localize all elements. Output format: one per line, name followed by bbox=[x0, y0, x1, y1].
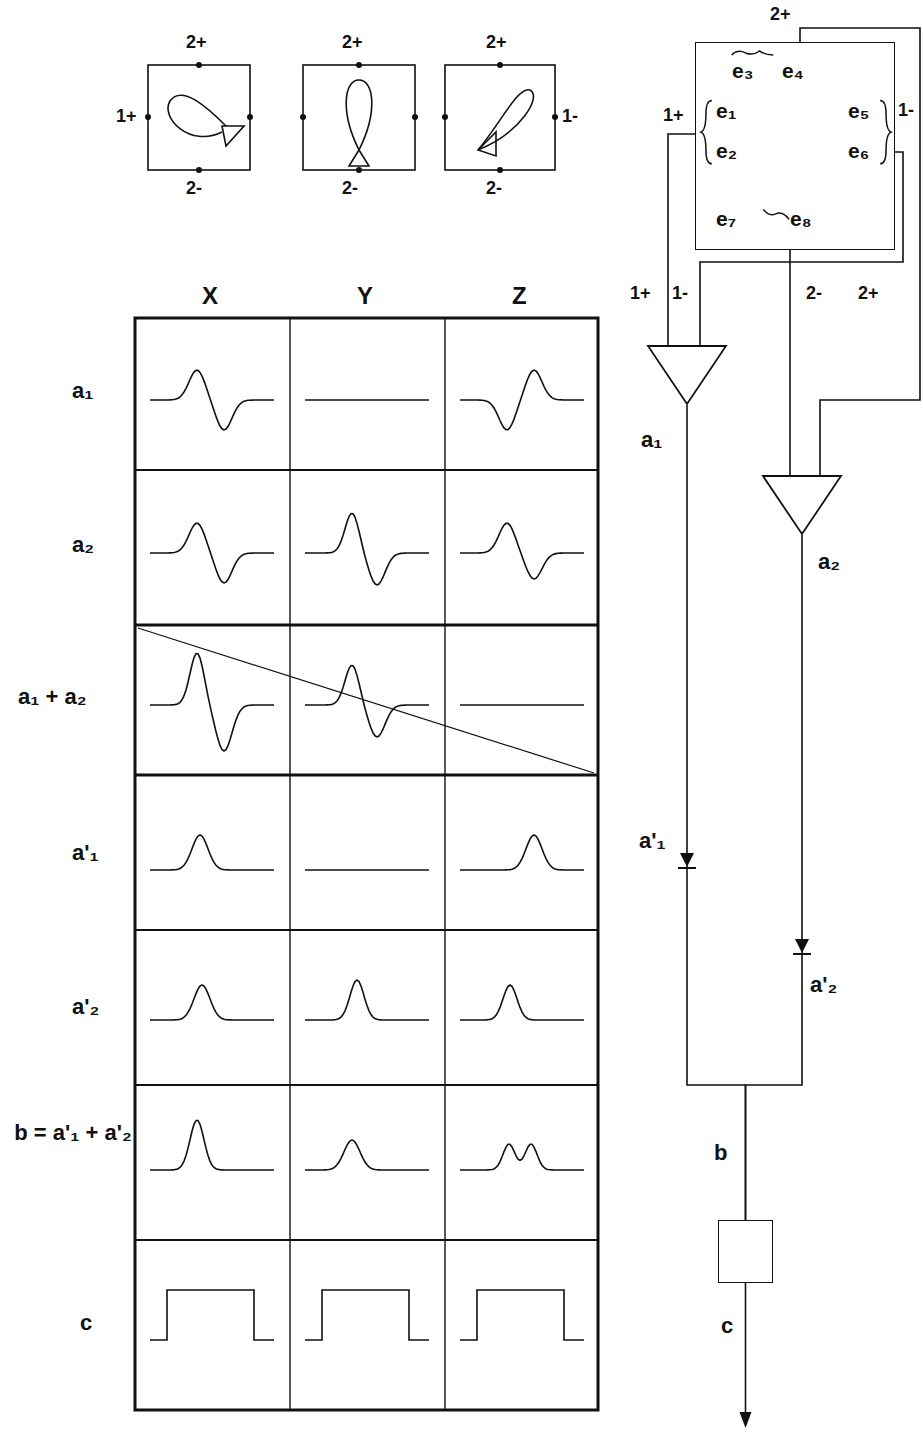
electrode-label: e₃ bbox=[732, 59, 753, 83]
symbol-label: a'₁ bbox=[639, 828, 666, 853]
electrode-label: e₈ bbox=[790, 207, 812, 231]
diode-symbol: a'₂ bbox=[792, 938, 812, 958]
signal-label: 2- bbox=[486, 178, 502, 199]
diode-symbol-outline bbox=[792, 938, 812, 958]
threshold-box: c bbox=[718, 1220, 773, 1283]
electrode-label: e₅ bbox=[848, 99, 869, 123]
diode-symbol-outline bbox=[677, 852, 697, 872]
signal-label: 2+ bbox=[486, 32, 507, 53]
diode-symbol: a'₁ bbox=[677, 852, 697, 872]
signal-label: 2+ bbox=[770, 4, 791, 25]
signal-label: 1+ bbox=[663, 105, 684, 126]
electrode-label: e₆ bbox=[848, 139, 869, 163]
wire-label: 2+ bbox=[858, 283, 879, 304]
signal-label: 1+ bbox=[116, 106, 137, 127]
symbol-label: a₁ bbox=[641, 427, 662, 452]
signal-label: 1- bbox=[562, 106, 578, 127]
electrode-label: e₇ bbox=[716, 207, 736, 231]
wire-label: 1+ bbox=[630, 283, 651, 304]
symbol-label: a'₂ bbox=[810, 972, 837, 997]
signal-label: 2+ bbox=[186, 32, 207, 53]
amplifier-symbol: a₁ bbox=[647, 345, 727, 405]
signal-label: X bbox=[202, 282, 218, 310]
wire-connector bbox=[668, 134, 695, 345]
wire-connector bbox=[687, 405, 688, 852]
electrode-label: e₂ bbox=[716, 139, 737, 163]
wire-connector bbox=[687, 872, 746, 1220]
amplifier-symbol-outline bbox=[647, 345, 727, 405]
wire-connector bbox=[802, 535, 803, 938]
amplifier-symbol-outline bbox=[762, 475, 842, 535]
amplifier-symbol: a₂ bbox=[762, 475, 842, 535]
signal-label: 2+ bbox=[342, 32, 363, 53]
signal-label: a₁ + a₂ bbox=[18, 684, 86, 709]
wire-label: 1- bbox=[672, 283, 688, 304]
signal-label: Z bbox=[512, 282, 527, 310]
signal-label: a₂ bbox=[72, 532, 94, 557]
signal-label: 1- bbox=[898, 100, 914, 121]
signal-label: 2- bbox=[186, 178, 202, 199]
signal-label: b bbox=[714, 1140, 727, 1165]
wire-connector bbox=[746, 958, 803, 1220]
symbol-label: c bbox=[721, 1313, 733, 1338]
wire-connector bbox=[800, 28, 920, 475]
signal-label: a₁ bbox=[72, 378, 93, 403]
electrode-box: e₃ e₄ e₁ e₅ e₂ e₆ e₇ e₈ bbox=[695, 42, 895, 250]
signal-label: 2- bbox=[342, 178, 358, 199]
symbol-label: a₂ bbox=[818, 549, 840, 574]
signal-label: b = a'₁ + a'₂ bbox=[14, 1120, 132, 1145]
electrode-label: e₄ bbox=[782, 59, 804, 83]
electrode-label: e₁ bbox=[716, 99, 736, 123]
wire-connector bbox=[700, 152, 903, 345]
signal-label: a'₂ bbox=[72, 994, 99, 1019]
wire-label: 2- bbox=[806, 283, 822, 304]
signal-label: c bbox=[80, 1310, 92, 1335]
threshold-box-outline bbox=[719, 1221, 772, 1282]
wire-connector bbox=[790, 250, 791, 475]
signal-label: a'₁ bbox=[72, 840, 99, 865]
signal-label: Y bbox=[357, 282, 373, 310]
